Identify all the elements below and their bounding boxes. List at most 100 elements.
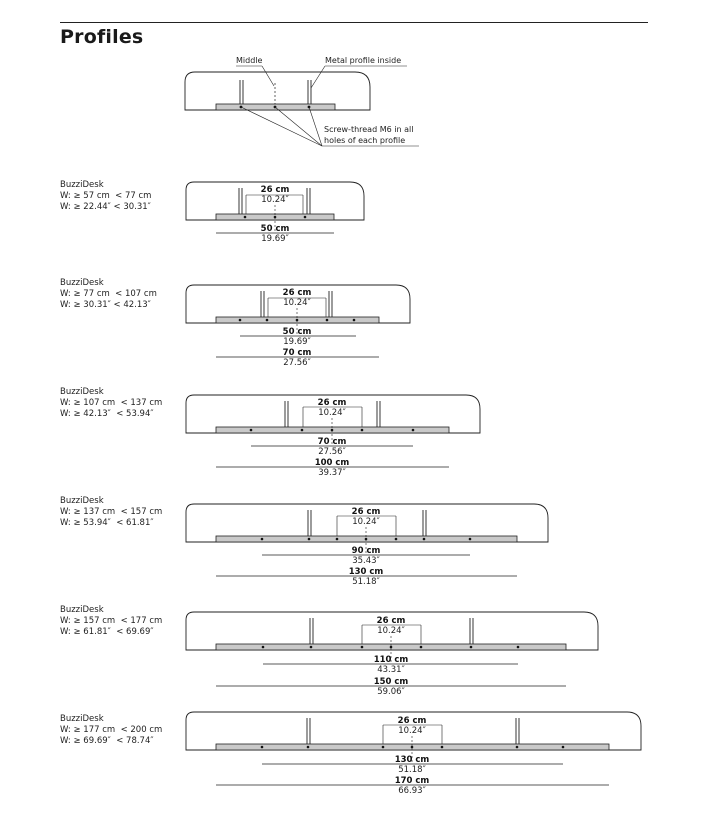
screw-hole [300, 428, 304, 432]
spec-range-in: W: ≥ 42.13″ < 53.94″ [60, 409, 154, 419]
top-rule [60, 22, 648, 23]
screw-hole [330, 428, 334, 432]
spec-range-cm: W: ≥ 177 cm < 200 cm [60, 725, 163, 735]
screw-hole [364, 537, 368, 541]
profile-diagram-3: 26 cm 10.24″ 70 cm 27.56″ 100 cm 39.37″ [185, 394, 481, 478]
desk-outline [185, 284, 411, 324]
screw-hole [389, 645, 393, 649]
spec-range-cm: W: ≥ 77 cm < 107 cm [60, 289, 157, 299]
screw-hole [273, 215, 277, 219]
spec-block-6: BuzziDesk W: ≥ 177 cm < 200 cm W: ≥ 69.6… [60, 714, 162, 747]
leader-line [310, 65, 326, 89]
dim-cm: 90 cm [352, 546, 381, 556]
screw-hole [325, 318, 329, 322]
leader-line [261, 65, 275, 87]
dim-in: 59.06″ [377, 687, 405, 697]
inner-dim-cm: 26 cm [318, 398, 347, 408]
dim-cm: 100 cm [315, 458, 350, 468]
screw-hole [295, 318, 299, 322]
screw-hole [410, 745, 414, 749]
label-middle: Middle [236, 56, 263, 65]
leader-line [308, 106, 323, 147]
spec-block-4: BuzziDesk W: ≥ 137 cm < 157 cm W: ≥ 53.9… [60, 496, 162, 529]
dim-in: 27.56″ [283, 358, 311, 368]
dim-in: 51.18″ [398, 765, 426, 775]
inner-dim-cm: 26 cm [352, 507, 381, 517]
inner-dim-in: 10.24″ [318, 408, 346, 418]
screw-hole [243, 215, 247, 219]
leader-line [274, 106, 323, 147]
label-metal-profile: Metal profile inside [325, 56, 401, 65]
screw-hole [468, 537, 472, 541]
spec-range-in: W: ≥ 53.94″ < 61.81″ [60, 518, 154, 528]
inner-dim-cm: 26 cm [283, 288, 312, 298]
spec-range-cm: W: ≥ 137 cm < 157 cm [60, 507, 163, 517]
screw-hole [307, 537, 311, 541]
screw-hole [394, 537, 398, 541]
dim-cm: 70 cm [318, 437, 347, 447]
screw-hole [422, 537, 426, 541]
screw-hole [238, 318, 242, 322]
profile-diagram-2: 26 cm 10.24″ 50 cm 19.69″ 70 cm 27.56″ [185, 284, 411, 368]
spec-range-in: W: ≥ 30.31″ < 42.13″ [60, 300, 151, 310]
desk-outline [185, 611, 599, 651]
dim-cm: 50 cm [261, 224, 290, 234]
dim-cm: 170 cm [395, 776, 430, 786]
inner-dim-cm: 26 cm [398, 716, 427, 726]
profile-diagram-5: 26 cm 10.24″ 110 cm 43.31″ 150 cm 59.06″ [185, 611, 599, 697]
profile-diagram-4: 26 cm 10.24″ 90 cm 35.43″ 130 cm 51.18″ [185, 503, 549, 587]
screw-hole [306, 745, 310, 749]
spec-range-cm: W: ≥ 107 cm < 137 cm [60, 398, 163, 408]
spec-name: BuzziDesk [60, 496, 104, 506]
spec-range-in: W: ≥ 22.44″ < 30.31″ [60, 202, 151, 212]
inner-dim-in: 10.24″ [377, 626, 405, 636]
screw-hole [309, 645, 313, 649]
spec-name: BuzziDesk [60, 387, 104, 397]
desk-outline [184, 71, 371, 111]
dim-cm: 110 cm [374, 655, 409, 665]
dim-in: 19.69″ [261, 234, 289, 244]
screw-hole [261, 645, 265, 649]
dim-in: 51.18″ [352, 577, 380, 587]
screw-hole [303, 215, 307, 219]
spec-range-in: W: ≥ 61.81″ < 69.69″ [60, 627, 154, 637]
dim-in: 35.43″ [352, 556, 380, 566]
spec-block-5: BuzziDesk W: ≥ 157 cm < 177 cm W: ≥ 61.8… [60, 605, 162, 638]
dim-cm: 50 cm [283, 327, 312, 337]
dim-in: 43.31″ [377, 665, 405, 675]
profile-diagram-1: 26 cm 10.24″ 50 cm 19.69″ [185, 181, 365, 244]
screw-hole [352, 318, 356, 322]
spec-block-1: BuzziDesk W: ≥ 57 cm < 77 cm W: ≥ 22.44″… [60, 180, 151, 213]
spec-name: BuzziDesk [60, 278, 104, 288]
inner-dim-in: 10.24″ [398, 726, 426, 736]
screw-hole [265, 318, 269, 322]
dim-cm: 70 cm [283, 348, 312, 358]
dim-cm: 150 cm [374, 677, 409, 687]
screw-hole [381, 745, 385, 749]
screw-hole [419, 645, 423, 649]
spec-name: BuzziDesk [60, 605, 104, 615]
spec-name: BuzziDesk [60, 180, 104, 190]
dim-in: 19.69″ [283, 337, 311, 347]
spec-range-in: W: ≥ 69.69″ < 78.74″ [60, 736, 154, 746]
inner-dim-in: 10.24″ [283, 298, 311, 308]
spec-block-2: BuzziDesk W: ≥ 77 cm < 107 cm W: ≥ 30.31… [60, 278, 157, 311]
screw-hole [260, 745, 264, 749]
screw-hole [335, 537, 339, 541]
spec-block-3: BuzziDesk W: ≥ 107 cm < 137 cm W: ≥ 42.1… [60, 387, 162, 420]
screw-hole [360, 428, 364, 432]
screw-hole [249, 428, 253, 432]
dim-in: 66.93″ [398, 786, 426, 796]
desk-outline [185, 711, 642, 751]
screw-hole [411, 428, 415, 432]
screw-hole [469, 645, 473, 649]
overview-diagram: Middle Metal profile inside Screw-thread… [184, 56, 419, 147]
dim-in: 27.56″ [318, 447, 346, 457]
spec-range-cm: W: ≥ 57 cm < 77 cm [60, 191, 152, 201]
leader-line [240, 106, 323, 147]
screw-hole [516, 645, 520, 649]
inner-dim-cm: 26 cm [261, 185, 290, 195]
desk-outline [185, 503, 549, 543]
screw-hole [260, 537, 264, 541]
